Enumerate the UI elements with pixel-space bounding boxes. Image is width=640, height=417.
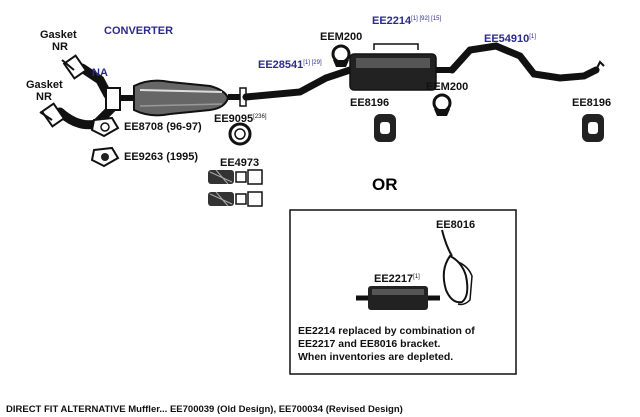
label-ee8016: EE8016 bbox=[436, 219, 475, 231]
hanger-ee8196-mid bbox=[374, 114, 396, 142]
flange-top bbox=[62, 54, 88, 80]
label-na: NA bbox=[92, 67, 108, 79]
clamp-eem200-right bbox=[432, 93, 452, 116]
hanger-ee8196-right bbox=[582, 114, 604, 142]
label-or: OR bbox=[372, 175, 398, 194]
footer-text: DIRECT FIT ALTERNATIVE Muffler... EE7000… bbox=[6, 404, 403, 415]
label-converter: CONVERTER bbox=[104, 25, 173, 37]
gasket-nr-top-line1: Gasket bbox=[40, 29, 77, 41]
label-eem200-right: EEM200 bbox=[426, 81, 468, 93]
label-ee2214: EE2214[1] [92] [15] bbox=[372, 15, 442, 27]
label-ee54910: EE54910[1] bbox=[484, 33, 536, 45]
note-line-2: EE2217 and EE8016 bracket. bbox=[298, 338, 441, 350]
y-pipe-flange bbox=[105, 87, 121, 111]
label-eem200-top: EEM200 bbox=[320, 31, 362, 43]
label-ee8708: EE8708 (96-97) bbox=[124, 121, 202, 133]
muffler-ee2217 bbox=[356, 286, 440, 310]
intermediate-pipe bbox=[242, 66, 354, 101]
label-ee9095: EE9095[236] bbox=[214, 113, 267, 125]
gasket-ee8708 bbox=[90, 116, 120, 138]
label-ee8196-mid: EE8196 bbox=[350, 97, 389, 109]
label-ee2217: EE2217[1] bbox=[374, 273, 420, 285]
note-line-3: When inventories are depleted. bbox=[298, 351, 453, 363]
gasket-nr-top-line2: NR bbox=[52, 41, 68, 53]
converter-shape bbox=[120, 79, 247, 117]
bolts-ee4973 bbox=[208, 169, 263, 207]
label-ee4973: EE4973 bbox=[220, 157, 259, 169]
label-ee9263: EE9263 (1995) bbox=[124, 151, 198, 163]
gasket-ee9095 bbox=[228, 122, 252, 146]
label-ee8196-right: EE8196 bbox=[572, 97, 611, 109]
note-line-1: EE2214 replaced by combination of bbox=[298, 325, 475, 337]
gasket-nr-left-line1: Gasket bbox=[26, 79, 63, 91]
muffler-ee2214 bbox=[349, 53, 452, 91]
bracket-ee8016 bbox=[441, 229, 473, 306]
label-ee28541: EE28541[1] [29] bbox=[258, 59, 322, 71]
tailpipe bbox=[448, 42, 600, 82]
flange-left bbox=[40, 102, 66, 128]
clamp-eem200-top bbox=[331, 44, 351, 67]
y-pipe bbox=[39, 54, 121, 130]
gasket-nr-left-line2: NR bbox=[36, 91, 52, 103]
gasket-ee9263 bbox=[90, 146, 120, 168]
ee2214-bracket bbox=[373, 43, 419, 50]
